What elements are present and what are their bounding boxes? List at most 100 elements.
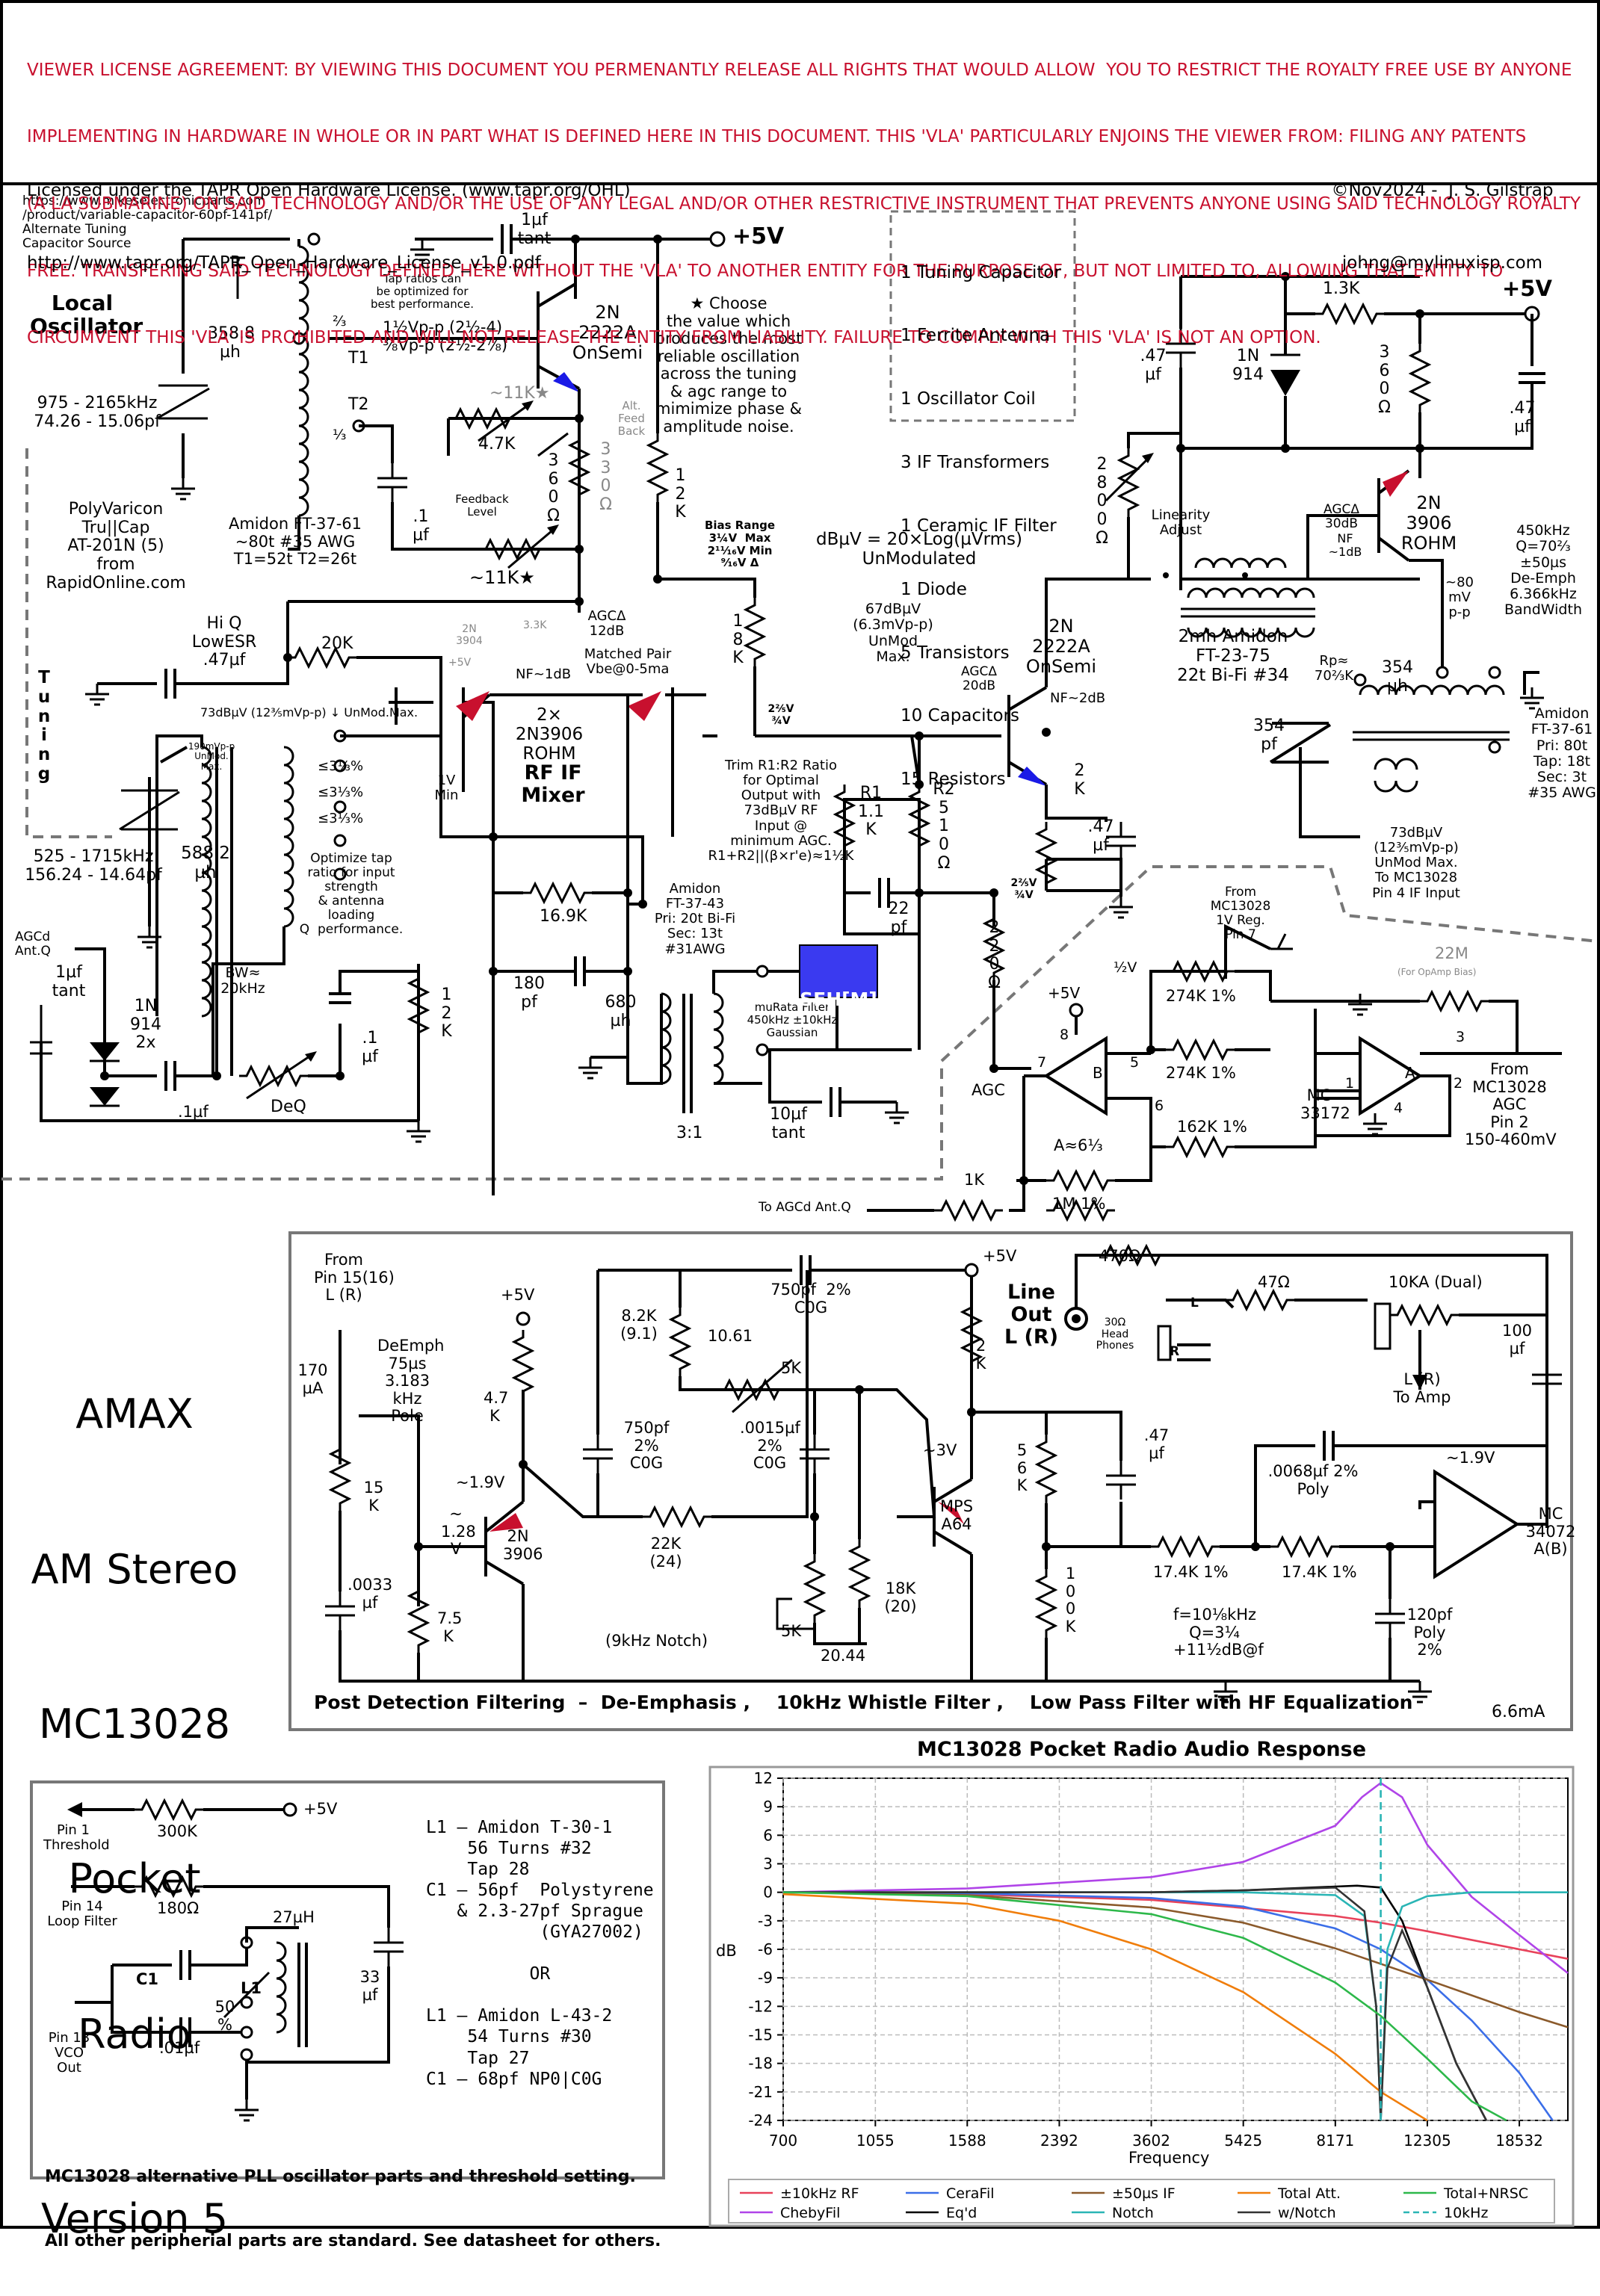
label-line: Poly <box>1297 1479 1329 1498</box>
label-line: 67dBµV <box>865 601 921 617</box>
r-label: R <box>1170 1344 1180 1359</box>
label-line: 0 <box>1096 492 1108 511</box>
audio-section-frame <box>288 1231 1573 1731</box>
author-email[interactable]: johng@mylinuxisp.com <box>1341 253 1543 273</box>
label-line: K <box>441 1022 452 1042</box>
label-line: 2 <box>975 1337 986 1355</box>
nf-1db-b-label: NF~1dB <box>1326 532 1364 559</box>
label-line: 33172 <box>1300 1104 1350 1122</box>
label-line: K <box>489 1406 500 1425</box>
label-line: 2 <box>989 936 1000 956</box>
legend-label: ChebyFil <box>780 2205 840 2221</box>
license-text: Licensed under the TAPR Open Hardware Li… <box>27 181 631 201</box>
label-line: Tap ratios can <box>383 272 462 285</box>
label-line: 2% <box>1417 1641 1442 1659</box>
pct50-label: 50% <box>214 1998 236 2034</box>
local-oscillator-circuit <box>156 224 765 736</box>
label-line: 914 <box>1232 365 1264 384</box>
license-url[interactable]: http://www.tapr.org/TAPR_Open_Hardware_L… <box>27 253 541 273</box>
label-line: .47 <box>1140 347 1167 365</box>
r470-label: 470Ω <box>1099 1247 1141 1265</box>
label-line: 0 <box>1379 380 1390 399</box>
label-line: 5 <box>939 798 949 817</box>
label-line: 22t Bi-Fi #34 <box>1177 665 1289 685</box>
label-line: from <box>96 554 135 574</box>
label-line: Pri: 80t <box>1536 737 1588 754</box>
sfh-line: SFH[M] <box>800 988 877 1010</box>
notch-label: (9kHz Notch) <box>605 1632 708 1650</box>
label-line: Phones <box>1096 1340 1134 1352</box>
label-line: Ω <box>1096 528 1108 548</box>
label-line: Min <box>434 787 459 804</box>
opamp-pin-label: 3 <box>1456 1029 1465 1045</box>
l27-label: 27µH <box>273 1908 315 1926</box>
pll-note-line: L1 – Amidon T-30-1 <box>426 1818 613 1837</box>
label-line: 1N <box>1236 347 1260 365</box>
r20k-label: 20K <box>321 634 353 653</box>
label-line: 0 <box>1065 1600 1076 1618</box>
label-line: 2N <box>507 1527 529 1545</box>
label-line: Rp≈ <box>1319 653 1349 669</box>
label-line: DeEmph <box>377 1337 445 1355</box>
label-line: R2 <box>933 780 955 799</box>
label-line: & agc range to <box>670 382 788 400</box>
label-line: Trim R1:R2 Ratio <box>725 758 837 773</box>
label-line: Capacitor Source <box>22 236 132 252</box>
r33k-gray-label: 3.3K <box>523 619 547 631</box>
label-line: Input @ <box>754 817 808 834</box>
label-line: ≤3⅓% <box>318 785 364 801</box>
label-line: Pole <box>391 1407 424 1426</box>
label-line: Line <box>1007 1281 1055 1304</box>
half-v-label: ½V <box>1113 959 1137 976</box>
label-line: C0G <box>629 1454 664 1473</box>
label-line: 34072 <box>1525 1522 1576 1541</box>
chart-title: MC13028 Pocket Radio Audio Response <box>916 1738 1367 1761</box>
r47k-label: 4.7K <box>478 435 516 454</box>
label-line: /product/variable-capacitor-60pf-141pf/ <box>22 208 273 223</box>
pll-oscillator-circuit <box>67 1799 405 2122</box>
label-line: C0G <box>794 1298 828 1316</box>
v19-label: ~1.9V <box>456 1473 505 1491</box>
label-line: #35 AWG <box>1528 785 1596 802</box>
label-line: 1 <box>1065 1565 1076 1582</box>
label-line: Threshold <box>43 1837 110 1854</box>
bw-label: BW≈20kHz <box>217 965 269 997</box>
label-line: 2% <box>634 1436 659 1455</box>
label-line: C0G <box>753 1454 787 1473</box>
parts-list-item: 1 Oscillator Coil <box>901 389 1036 409</box>
plus5v-c-label: +5V <box>1048 984 1081 1002</box>
y-tick-label: 12 <box>754 1769 773 1787</box>
label-line: 1N <box>134 997 158 1015</box>
label-line: ≤3⅓% <box>318 758 364 774</box>
page-title: MC13028 <box>38 1700 231 1748</box>
label-line: (12⅗mVp-p) <box>1374 840 1459 856</box>
r174k-b-label: 17.4K 1% <box>1282 1563 1357 1581</box>
label-line: 20dB <box>962 678 996 694</box>
label-line: 74.26 - 15.06pf <box>34 412 161 431</box>
label-line: ~1dB <box>1328 544 1362 559</box>
label-line: LowESR <box>191 632 257 652</box>
r22m-label: 22M <box>1435 944 1468 962</box>
y-tick-label: 3 <box>763 1855 773 1873</box>
t1-label: T1 <box>348 349 369 368</box>
r1k-label: 1K <box>964 1171 985 1189</box>
